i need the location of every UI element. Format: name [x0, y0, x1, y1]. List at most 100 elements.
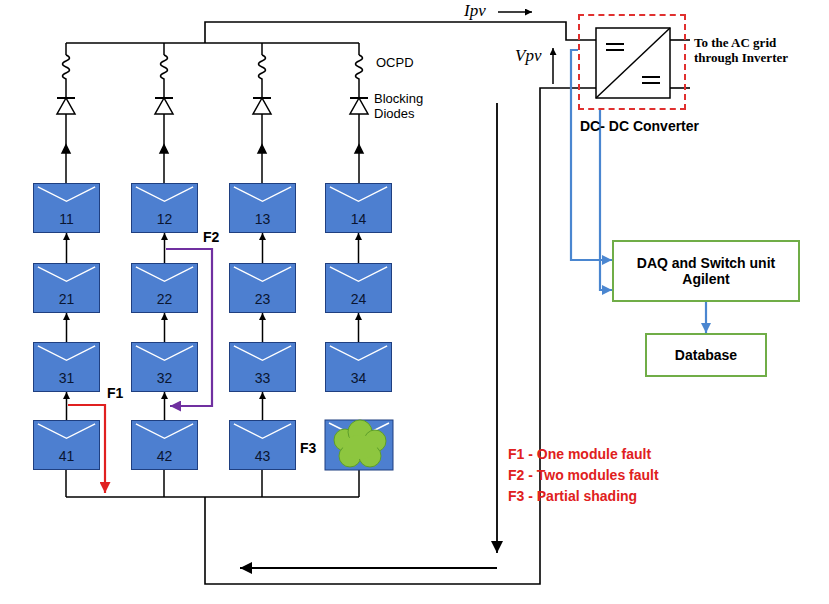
ocpd-fuse [63, 55, 70, 80]
pv-module: 34 [325, 342, 392, 392]
ocpd-fuse [259, 55, 266, 80]
process-box: DAQ and Switch unit Agilent [612, 240, 800, 302]
current-direction [258, 145, 266, 153]
module-number: 23 [255, 291, 271, 307]
fault-marker: F3 [300, 440, 316, 456]
part-name: OCPD [376, 56, 414, 71]
string-wire [163, 470, 165, 497]
string-wire [358, 80, 360, 98]
module-mark-line [136, 424, 193, 438]
module-number: 13 [255, 211, 271, 227]
voltage-arrow [552, 48, 554, 84]
flow-arrow [496, 103, 498, 553]
module-number: 41 [59, 448, 75, 464]
current-direction [160, 145, 168, 153]
string-wire [358, 470, 360, 497]
signal-connector [705, 302, 707, 333]
module-mark-line [330, 267, 387, 281]
module-mark-line [234, 267, 291, 281]
dc-wiring [66, 22, 690, 584]
pv-module: 24 [325, 263, 392, 313]
module-number: 21 [59, 291, 75, 307]
pv-module: 32 [131, 342, 198, 392]
blocking-diode [57, 98, 75, 114]
string-components [57, 43, 368, 497]
fault-marker: F1 [107, 385, 123, 401]
module-mark-line [234, 346, 291, 360]
current-direction [62, 145, 70, 153]
fault-marker: F2 [203, 229, 219, 245]
string-wire [65, 80, 67, 98]
converter-box: DC- DC Converter [578, 14, 686, 110]
output-wire [670, 87, 690, 89]
dc-sign [642, 82, 660, 84]
pv-module: 23 [229, 263, 296, 313]
blocking-diode [253, 98, 271, 114]
process-box: Database [645, 333, 767, 377]
blocking-diode [155, 98, 173, 114]
module-mark-line [330, 346, 387, 360]
box-label: DAQ and Switch unit Agilent [622, 255, 790, 287]
dc-sign [606, 43, 624, 45]
pv-module: 21 [33, 263, 100, 313]
ocpd-fuse [356, 55, 363, 80]
output-wire [670, 39, 690, 41]
converter-body [596, 28, 670, 98]
negative-wire [205, 88, 596, 584]
module-mark-line [38, 346, 95, 360]
positive-wire [205, 22, 596, 43]
blocking-diode [350, 98, 368, 114]
pv-module: 43 [229, 420, 296, 470]
diode-bar [253, 97, 271, 99]
string-wire [163, 80, 165, 98]
fault-note: F1 - One module fault [508, 446, 651, 462]
series-connector [164, 233, 166, 263]
module-number: 12 [157, 211, 173, 227]
converter-symbol [596, 28, 670, 98]
string-wire [261, 80, 263, 98]
fault-note: F2 - Two modules fault [508, 467, 659, 483]
pv-module: 14 [325, 183, 392, 233]
module-number: 22 [157, 291, 173, 307]
current-direction [355, 145, 363, 153]
module-number: 43 [255, 448, 271, 464]
pv-module: 31 [33, 342, 100, 392]
module-mark-line [38, 267, 95, 281]
series-connector [66, 392, 68, 420]
module-number: 34 [351, 370, 367, 386]
module-mark-line [136, 346, 193, 360]
module-mark-line [330, 187, 387, 201]
series-connector [164, 313, 166, 342]
module-mark-line [234, 187, 291, 201]
pv-module: 12 [131, 183, 198, 233]
module-number: 42 [157, 448, 173, 464]
series-connector [262, 233, 264, 263]
module-number: 11 [59, 211, 74, 227]
module-number: 33 [255, 370, 271, 386]
voltage-symbol: Vpv [515, 46, 541, 66]
series-connector [66, 313, 68, 342]
shaded-module [325, 420, 393, 470]
pv-module: 13 [229, 183, 296, 233]
string-wire [163, 43, 165, 55]
series-connector [262, 313, 264, 342]
current-symbol: Ipv [464, 1, 486, 21]
pv-module [325, 420, 393, 470]
signal-connector [600, 110, 612, 290]
ocpd-fuse [161, 55, 168, 80]
module-mark-line [136, 187, 193, 201]
string-wire [65, 470, 67, 497]
string-wire [261, 43, 263, 55]
module-mark-line [38, 424, 95, 438]
module-mark-line [136, 267, 193, 281]
module-mark-line [38, 187, 95, 201]
dc-sign [642, 76, 660, 78]
pv-module: 22 [131, 263, 198, 313]
string-wire [261, 470, 263, 497]
diode-bar [350, 97, 368, 99]
module-number: 32 [157, 370, 173, 386]
pv-module: 42 [131, 420, 198, 470]
